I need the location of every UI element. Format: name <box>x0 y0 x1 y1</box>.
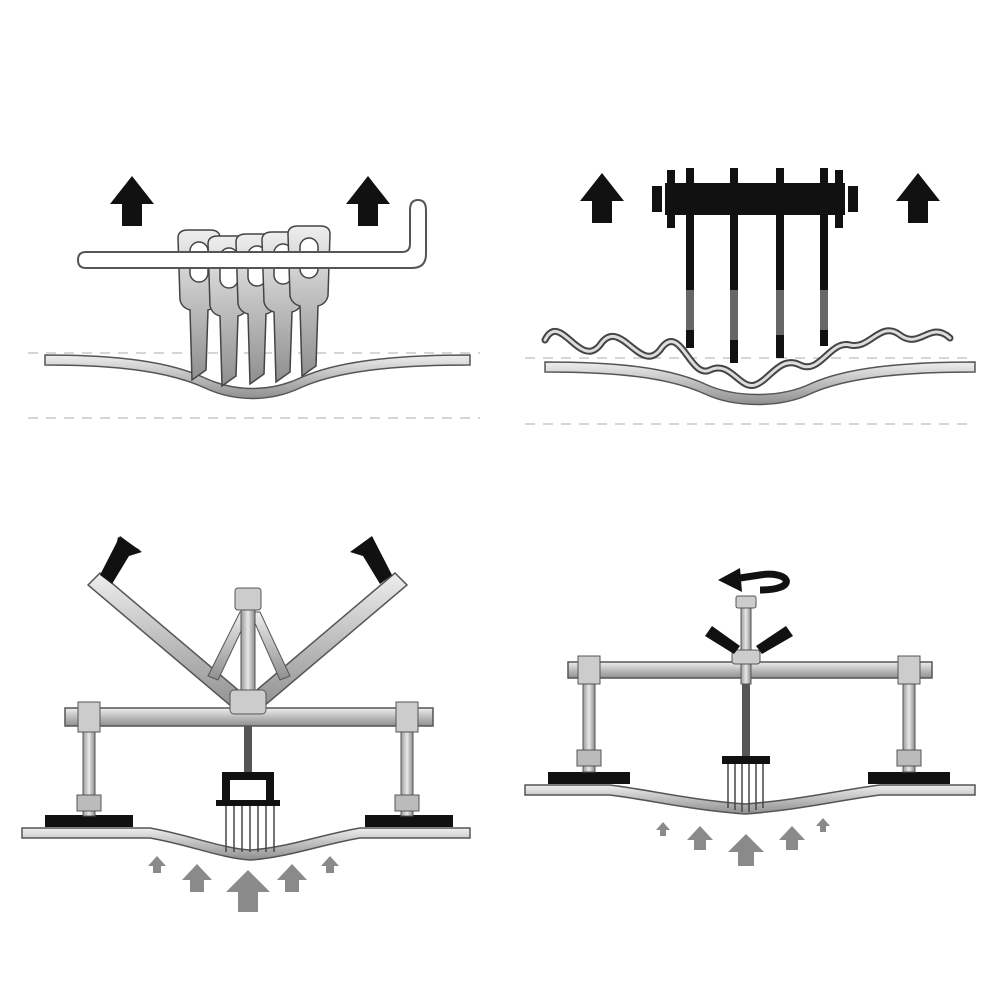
pulling-tab-head <box>216 772 280 852</box>
center-screw <box>740 603 752 685</box>
dented-panel <box>544 361 976 406</box>
bridge-bar <box>665 183 845 215</box>
pulling-tab-head <box>722 756 770 812</box>
support-pad <box>868 772 950 784</box>
knob-handle-right <box>756 626 793 654</box>
bridge-end-cap <box>652 186 662 212</box>
rotate-arrow-icon <box>739 570 790 594</box>
push-arrows-grey <box>656 818 830 866</box>
panel-screw-bridge-lifter <box>524 568 976 866</box>
bridge-end-cap <box>848 186 858 212</box>
up-arrow-icon <box>346 176 390 226</box>
up-arrow-icon <box>896 173 940 223</box>
up-arrow-icon <box>110 176 154 226</box>
push-arrows-grey <box>148 856 339 912</box>
up-left-arrow-icon <box>100 536 142 584</box>
dented-panel <box>21 827 471 861</box>
pulling-rods <box>686 168 828 363</box>
support-pad <box>45 815 133 827</box>
panel-glue-tab-bridge <box>525 168 976 425</box>
support-pad <box>548 772 630 784</box>
panel-hook-bar-puller <box>28 176 480 419</box>
dented-panel <box>524 784 976 815</box>
dented-panel <box>44 354 471 400</box>
support-pad <box>365 815 453 827</box>
knob-handle-left <box>705 626 740 654</box>
pulling-tabs <box>177 225 331 388</box>
up-arrow-icon <box>580 173 624 223</box>
panel-lever-bridge-lifter <box>21 536 471 912</box>
up-right-arrow-icon <box>350 536 392 584</box>
hook-bar <box>76 198 427 269</box>
